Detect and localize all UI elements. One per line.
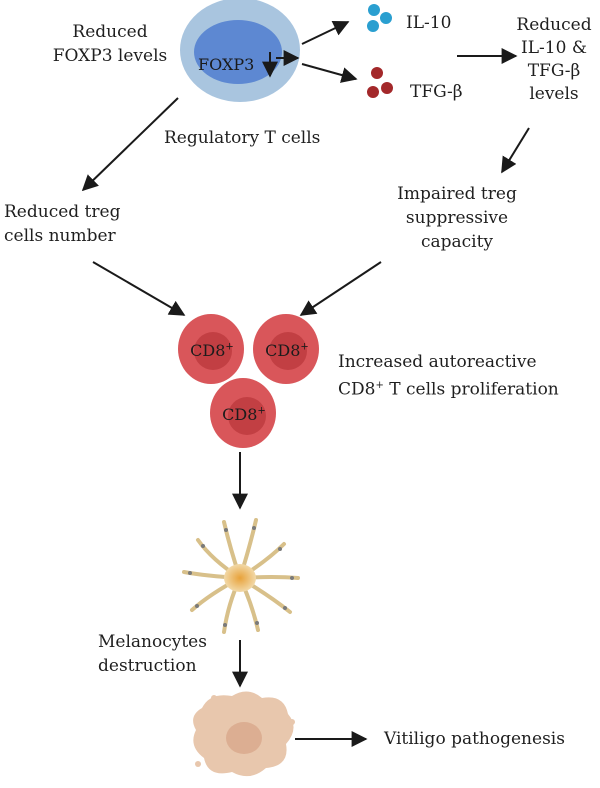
arrow-treg-to-reduced-number	[81, 97, 179, 192]
arrow-treg-to-tgfb	[301, 63, 358, 83]
label-tgfb: TFG-β	[410, 82, 463, 102]
arrow-reduced-number-to-cd8	[92, 261, 186, 316]
label-foxp3: FOXP3	[198, 55, 255, 74]
treg-nucleus	[194, 20, 282, 84]
regulatory-t-cell	[180, 0, 300, 102]
cd8-cell-bottom	[210, 378, 276, 448]
label-increased-autoreactive: Increased autoreactive CD8+ T cells prol…	[338, 352, 559, 400]
arrow-reduced-levels-to-impaired	[501, 127, 530, 174]
label-il10: IL-10	[406, 13, 452, 33]
label-impaired-treg: Impaired treg suppressive capacity	[397, 184, 517, 252]
melanocyte-granules	[188, 526, 294, 627]
cd8-label-left: CD8+	[190, 341, 234, 360]
cd8-label-bottom: CD8+	[222, 405, 266, 424]
melanocyte-body	[224, 564, 256, 592]
label-regulatory-t-cells: Regulatory T cells	[164, 128, 321, 148]
label-vitiligo: Vitiligo pathogenesis	[384, 729, 565, 749]
label-reduced-cytokine-levels: Reduced IL-10 & TFG-β levels	[516, 15, 592, 104]
tgfb-molecules	[367, 67, 393, 98]
cd8-cell-right	[253, 314, 319, 384]
cd8-cell-left	[178, 314, 244, 384]
destroyed-melanocyte	[193, 691, 295, 777]
arrow-impaired-to-cd8	[299, 261, 382, 316]
cd8-label-right: CD8+	[265, 341, 309, 360]
arrow-treg-to-il10	[301, 20, 350, 45]
label-reduced-treg-number: Reduced treg cells number	[4, 202, 121, 246]
il10-molecules	[367, 4, 392, 32]
label-reduced-foxp3: Reduced FOXP3 levels	[52, 22, 168, 66]
label-melanocytes-destruction: Melanocytes destruction	[98, 632, 207, 676]
